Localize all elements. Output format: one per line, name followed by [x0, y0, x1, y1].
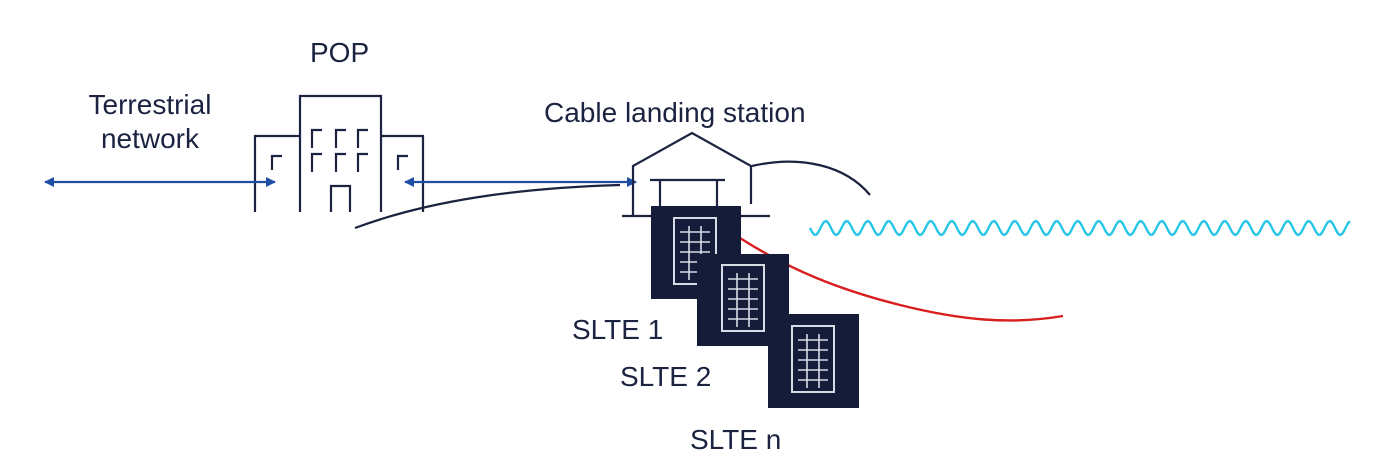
cable-landing-station-icon	[622, 131, 770, 218]
slte-n-label: SLTE n	[690, 424, 782, 455]
slte-1-label: SLTE 1	[572, 314, 664, 345]
land-curve	[354, 183, 621, 230]
slte-rack-icon	[768, 314, 859, 408]
terrestrial-network-label: Terrestrial network	[70, 88, 230, 156]
terrestrial-network-line-1: Terrestrial	[88, 89, 212, 120]
pop-building-icon	[253, 94, 425, 212]
shore-curve	[751, 160, 871, 196]
slte-2-label: SLTE 2	[620, 361, 712, 392]
cable-landing-station-label: Cable landing station	[544, 97, 806, 128]
sea-wave-icon	[808, 219, 1351, 237]
pop-label: POP	[310, 37, 370, 68]
terrestrial-network-line-2: network	[100, 123, 200, 154]
slte-rack-icon	[651, 206, 741, 299]
